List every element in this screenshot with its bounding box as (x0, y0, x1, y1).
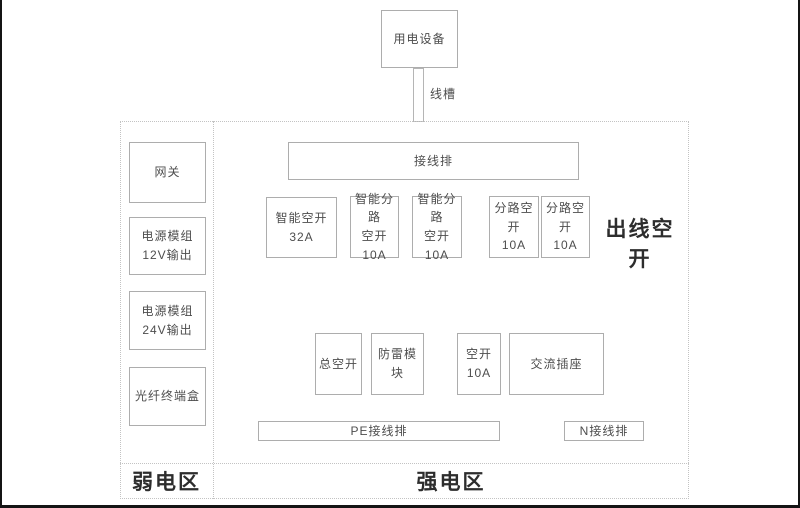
smart-branch-breaker-2-box: 智能分路 空开 10A (412, 192, 462, 262)
weak-zone-label: 弱电区 (132, 469, 201, 494)
breaker-10a-box: 空开 10A (457, 333, 501, 395)
outgoing-breakers-heading: 出线空开 (605, 216, 675, 271)
smart-breaker-32a-label: 智能空开 32A (275, 210, 328, 244)
pe-terminal-strip-box: PE接线排 (258, 421, 500, 441)
breaker-10a-label: 空开 10A (465, 347, 492, 380)
power-module-24v-label: 电源模组 24V输出 (141, 303, 194, 337)
lightning-protection-label: 防雷模块 (377, 347, 417, 380)
ac-socket-box: 交流插座 (509, 333, 604, 395)
device-box: 用电设备 (381, 10, 458, 68)
n-terminal-strip-box: N接线排 (564, 421, 644, 441)
wire-trough-label: 线槽 (430, 87, 457, 101)
ac-socket-label: 交流插座 (530, 356, 583, 371)
cabinet-outline (120, 121, 689, 499)
power-module-12v-label: 电源模组 12V输出 (141, 229, 194, 262)
lightning-protection-box: 防雷模块 (371, 333, 424, 395)
pe-terminal-strip-label: PE接线排 (350, 423, 408, 438)
smart-branch-breaker-1-box: 智能分路 空开 10A (350, 192, 399, 262)
gateway-box: 网关 (129, 142, 206, 203)
power-module-12v-box: 电源模组 12V输出 (129, 217, 206, 275)
terminal-strip-box: 接线排 (288, 142, 579, 180)
branch-breaker-1-label: 分路空开 10A (494, 201, 534, 253)
branch-breaker-1-box: 分路空开 10A (489, 196, 539, 258)
wire-trough (413, 68, 424, 122)
power-module-24v-box: 电源模组 24V输出 (129, 291, 206, 350)
zone-band-line (120, 463, 689, 464)
n-terminal-strip-label: N接线排 (579, 423, 629, 438)
smart-branch-breaker-1-label: 智能分路 空开 10A (354, 191, 394, 262)
smart-branch-breaker-2-label: 智能分路 空开 10A (417, 191, 457, 262)
device-label: 用电设备 (393, 31, 446, 46)
main-breaker-label: 总空开 (318, 356, 358, 371)
zone-divider-line (213, 121, 214, 499)
main-breaker-box: 总空开 (315, 333, 362, 395)
terminal-strip-label: 接线排 (413, 153, 453, 168)
strong-zone-label: 强电区 (416, 469, 486, 494)
branch-breaker-2-label: 分路空开 10A (545, 201, 585, 253)
gateway-label: 网关 (154, 165, 181, 180)
smart-breaker-32a-box: 智能空开 32A (266, 197, 337, 258)
fiber-terminal-label: 光纤终端盒 (134, 389, 200, 404)
fiber-terminal-box: 光纤终端盒 (129, 367, 206, 426)
branch-breaker-2-box: 分路空开 10A (541, 196, 590, 258)
